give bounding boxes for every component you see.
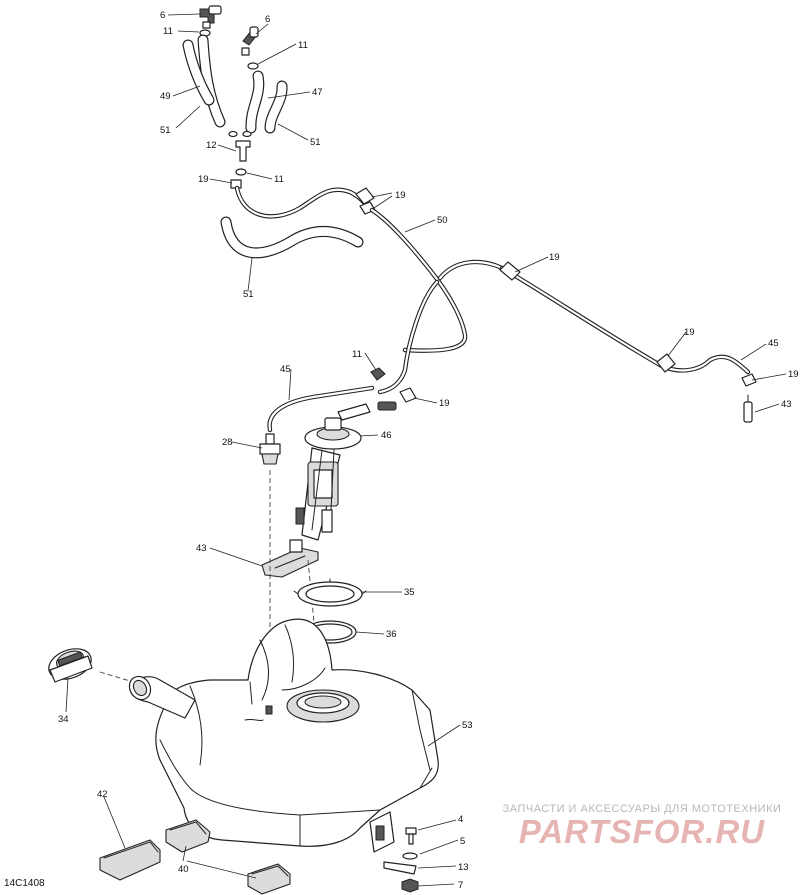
callout-11-center: 11 (274, 174, 284, 185)
callout-28: 28 (222, 437, 233, 448)
callout-19-pair: 19 (395, 190, 406, 201)
callout-labels: 6 11 49 51 6 11 47 51 12 19 11 19 50 51 … (58, 10, 799, 891)
clamp-11-center (235, 168, 247, 176)
pad-40-upper (165, 819, 211, 853)
washer-5 (402, 852, 418, 860)
pad-42 (99, 839, 161, 881)
callout-19-lower: 19 (439, 398, 450, 409)
callout-46: 46 (381, 430, 392, 441)
fuel-cap-34 (48, 648, 93, 683)
callout-19-right: 19 (549, 252, 560, 263)
sender-28 (259, 433, 281, 465)
strainer-43 (261, 539, 319, 578)
filler-neck (128, 675, 196, 719)
callout-51-right: 51 (310, 137, 321, 148)
watermark-logo: PARTSFOR.RU (518, 813, 766, 850)
callout-7: 7 (458, 880, 463, 891)
callout-36: 36 (386, 629, 397, 640)
hose-51-left-top (182, 39, 215, 106)
clip-19-on-line-right (656, 353, 676, 373)
tee-fitting-12 (235, 140, 251, 162)
fuel-tank-53 (155, 618, 439, 853)
callout-49: 49 (160, 91, 171, 102)
hose-51-right-top (264, 80, 288, 134)
callout-11-left: 11 (163, 26, 173, 37)
clip-19-upper (230, 179, 242, 189)
callout-6-right: 6 (265, 14, 270, 25)
watermark-tagline: ЗАПЧАСТИ И АКСЕССУАРЫ ДЛЯ МОТОТЕХНИКИ (502, 803, 782, 815)
elbow-fitting-6-right (241, 26, 259, 56)
figure-reference: 14C1408 (4, 878, 45, 889)
callout-43-strainer: 43 (196, 543, 207, 554)
clip-19-on-line (499, 261, 521, 281)
callout-11-lower: 11 (352, 349, 362, 360)
vent-tube-45 (267, 385, 375, 433)
callout-19-end: 19 (788, 369, 799, 380)
small-clamps-top (228, 130, 252, 138)
callout-45-left: 45 (280, 364, 291, 375)
bolt-4 (405, 827, 417, 845)
callout-6-left: 6 (160, 10, 165, 21)
callout-47: 47 (312, 87, 323, 98)
vent-line-50 (369, 207, 468, 353)
callout-40: 40 (178, 864, 189, 875)
pad-40-lower (247, 863, 291, 895)
nut-7 (401, 878, 419, 893)
callout-12: 12 (206, 140, 217, 151)
leader-lines (65, 13, 787, 887)
filter-43-top (743, 394, 753, 423)
callout-5: 5 (460, 836, 465, 847)
clamp-11-right (247, 62, 259, 70)
callout-19-farright: 19 (684, 327, 695, 338)
callout-51-left: 51 (160, 125, 171, 136)
clip-19-end (741, 373, 757, 387)
bracket-13 (383, 861, 417, 875)
hose-49 (197, 34, 226, 128)
hose-51-lower (220, 216, 364, 259)
callout-34: 34 (58, 714, 69, 725)
callout-45-right: 45 (768, 338, 779, 349)
callout-42: 42 (97, 789, 108, 800)
callout-13: 13 (458, 862, 469, 873)
callout-19-topleft: 19 (198, 174, 209, 185)
callout-50: 50 (437, 215, 448, 226)
callout-4: 4 (458, 814, 463, 825)
callout-51-lower: 51 (243, 289, 254, 300)
hose-47 (245, 70, 265, 134)
vent-line-loop (377, 259, 505, 395)
clip-19-lower (399, 387, 417, 403)
vent-line-right (499, 265, 751, 375)
callout-35: 35 (404, 587, 415, 598)
elbow-fitting-6-left (199, 5, 222, 29)
lock-ring-35 (293, 578, 367, 607)
vent-hose-main (234, 185, 373, 219)
callout-11-right: 11 (298, 40, 308, 51)
callout-53: 53 (462, 720, 473, 731)
callout-43-top: 43 (781, 399, 792, 410)
fuel-pump-46 (295, 401, 397, 541)
clamp-11-lower (370, 367, 386, 381)
